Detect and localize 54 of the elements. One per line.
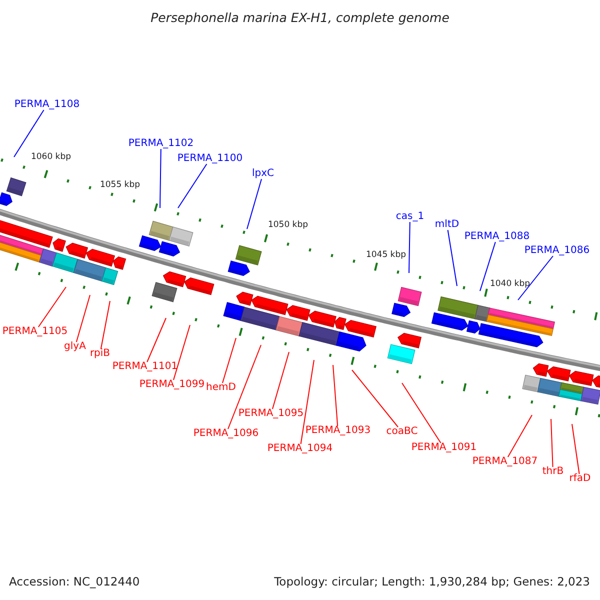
gene-label: PERMA_1105 xyxy=(2,327,68,337)
gene-label: rfaD xyxy=(569,474,591,484)
scale-label: 1045 kbp xyxy=(366,250,406,260)
genome-summary-text: Topology: circular; Length: 1,930,284 bp; Genes: 2,023 xyxy=(274,576,590,588)
gene-label: hemD xyxy=(206,383,236,393)
leader-line xyxy=(178,164,208,208)
leader-line xyxy=(228,344,262,430)
leader-line xyxy=(572,424,580,474)
gene-label: lpxC xyxy=(252,169,274,179)
scale-label: 1060 kbp xyxy=(30,152,72,162)
leader-line xyxy=(518,256,554,300)
leader-line xyxy=(222,338,236,384)
gene-label: PERMA_1094 xyxy=(267,444,333,454)
leader-line xyxy=(76,294,90,342)
scale-label: 1055 kbp xyxy=(100,180,140,190)
leader-line xyxy=(100,300,110,350)
leader-line xyxy=(14,110,44,158)
leader-line xyxy=(507,414,532,458)
gene-label: cas_1 xyxy=(396,212,424,222)
leader-line xyxy=(402,382,442,444)
leader-line xyxy=(550,418,554,468)
gene-label: PERMA_1091 xyxy=(411,443,477,453)
leader-line xyxy=(38,286,66,328)
gene-label: PERMA_1086 xyxy=(524,246,590,256)
gene-label: PERMA_1108 xyxy=(14,100,80,110)
gene-label: glyA xyxy=(64,342,86,352)
leader-line xyxy=(300,360,314,444)
title: Persephonella marina EX-H1, complete genome xyxy=(150,12,450,24)
leader-line xyxy=(246,178,262,230)
gene-label: coaBC xyxy=(386,427,418,437)
gene-label: PERMA_1096 xyxy=(193,429,259,439)
gene-label: PERMA_1102 xyxy=(128,139,194,149)
accession-text: Accession: NC_012440 xyxy=(9,576,140,588)
gene-label: mltD xyxy=(434,220,460,230)
gene-label: PERMA_1087 xyxy=(472,457,538,467)
leader-line xyxy=(272,352,290,410)
leader-line xyxy=(352,370,398,428)
gene-label: thrB xyxy=(542,467,564,477)
gene-label: rpiB xyxy=(90,349,110,359)
gene-label: PERMA_1095 xyxy=(238,409,304,419)
leader-line xyxy=(480,242,496,292)
gene-label: PERMA_1093 xyxy=(305,426,371,436)
scale-label: 1050 kbp xyxy=(268,220,308,230)
gene-label: PERMA_1100 xyxy=(177,154,243,164)
gene-label: PERMA_1101 xyxy=(112,362,178,372)
leader-line xyxy=(447,230,458,286)
leader-line xyxy=(408,222,410,274)
scale-label: 1040 kbp xyxy=(490,280,530,288)
gene-label: PERMA_1088 xyxy=(464,232,530,242)
leader-line xyxy=(146,318,166,362)
leader-line xyxy=(173,324,190,380)
leader-line xyxy=(160,148,162,208)
gene-label: PERMA_1099 xyxy=(139,380,205,390)
leader-line xyxy=(332,364,338,426)
